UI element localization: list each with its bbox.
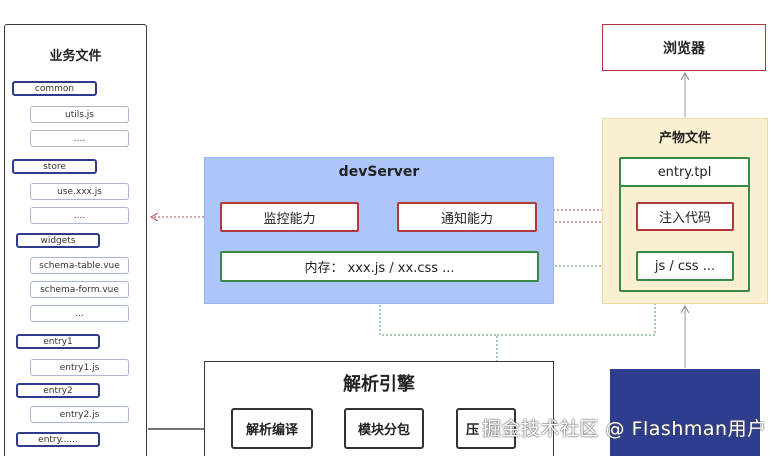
file-use-xxx: use.xxx.js — [30, 183, 129, 200]
folder-entry1: entry1 — [16, 334, 100, 349]
memory-box: 内存： xxx.js / xx.css ... — [220, 251, 539, 282]
file-ellipsis-2: .... — [30, 207, 129, 224]
notify-capability: 通知能力 — [397, 202, 537, 232]
step-parse-compile: 解析编译 — [231, 408, 313, 449]
folder-widgets: widgets — [16, 233, 100, 248]
file-schema-form: schema-form.vue — [30, 281, 129, 298]
file-ellipsis-1: .... — [30, 130, 129, 147]
folder-common: common — [12, 81, 97, 96]
file-utils: utils.js — [30, 106, 129, 123]
step-module-split: 模块分包 — [344, 408, 424, 449]
step-compress: 压 — [456, 408, 516, 449]
parser-engine-title: 解析引擎 — [343, 374, 415, 395]
business-files-title: 业务文件 — [49, 49, 102, 64]
file-entry1-js: entry1.js — [30, 359, 129, 376]
browser-box: 浏览器 — [602, 24, 766, 71]
file-schema-table: schema-table.vue — [30, 257, 129, 274]
folder-entry2: entry2 — [16, 383, 100, 398]
folder-entry-more: entry...... — [16, 432, 100, 447]
watermark-text: 掘金技术社区 @ Flashman用户 — [482, 418, 767, 440]
artifacts-title: 产物文件 — [658, 131, 711, 146]
dev-server-title: devServer — [338, 164, 420, 180]
folder-store: store — [12, 159, 97, 174]
arrow-parser-to-artifacts — [497, 296, 655, 336]
file-entry2-js: entry2.js — [30, 406, 129, 423]
file-ellipsis-3: ... — [30, 305, 129, 322]
dark-block — [610, 369, 760, 456]
monitor-capability: 监控能力 — [220, 202, 359, 232]
entry-tpl-header: entry.tpl — [621, 159, 748, 187]
assets-box: js / css ... — [636, 251, 734, 281]
inject-code-box: 注入代码 — [636, 202, 734, 231]
entry-tpl-container — [619, 157, 750, 292]
